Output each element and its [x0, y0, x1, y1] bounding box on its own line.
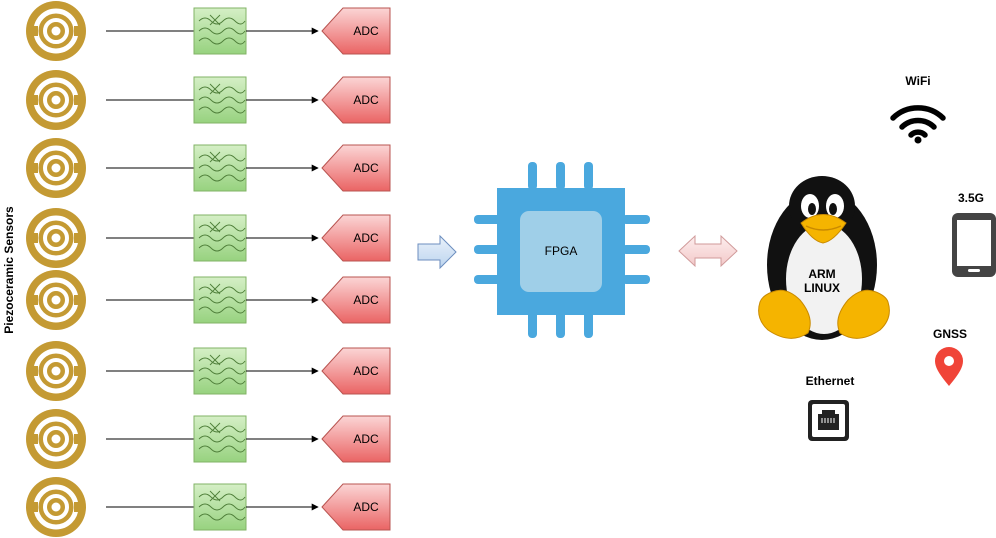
filter-block: [193, 483, 247, 531]
filter-block: [193, 7, 247, 55]
input-arrow: [417, 234, 457, 270]
adc-label: ADC: [353, 432, 379, 446]
smartphone-icon: [952, 213, 996, 277]
adc-block: ADC: [321, 415, 391, 463]
filter-block: [193, 347, 247, 395]
piezo-sensor-icon: [26, 1, 86, 61]
adc-block: ADC: [321, 7, 391, 55]
adc-block: ADC: [321, 483, 391, 531]
cellular-label: 3.5G: [958, 191, 984, 205]
channel-row: ADC: [26, 208, 391, 268]
gnss-label: GNSS: [933, 327, 967, 341]
filter-block: [193, 214, 247, 262]
piezo-sensor-icon: [26, 70, 86, 130]
piezo-sensor-icon: [26, 409, 86, 469]
channel-row: ADC: [26, 477, 391, 537]
map-pin-icon: [935, 347, 963, 386]
sensor-channels: ADC ADC ADC ADC ADC ADC ADC ADC: [26, 1, 391, 537]
channel-row: ADC: [26, 341, 391, 401]
channel-row: ADC: [26, 70, 391, 130]
linux-penguin-icon: ARM LINUX: [758, 176, 890, 340]
ethernet-label: Ethernet: [806, 374, 855, 388]
channel-row: ADC: [26, 138, 391, 198]
piezo-sensor-icon: [26, 341, 86, 401]
piezo-sensor-icon: [26, 138, 86, 198]
wifi-label: WiFi: [905, 74, 930, 88]
channel-row: ADC: [26, 409, 391, 469]
adc-block: ADC: [321, 347, 391, 395]
adc-label: ADC: [353, 161, 379, 175]
processor-label-line1: ARM: [808, 267, 835, 281]
channel-row: ADC: [26, 1, 391, 61]
piezo-sensor-icon: [26, 208, 86, 268]
adc-label: ADC: [353, 500, 379, 514]
ethernet-port-icon: [808, 400, 849, 441]
adc-label: ADC: [353, 231, 379, 245]
adc-block: ADC: [321, 76, 391, 124]
filter-block: [193, 415, 247, 463]
bidirectional-arrow: [678, 234, 738, 268]
filter-block: [193, 76, 247, 124]
filter-block: [193, 276, 247, 324]
processor-label-line2: LINUX: [804, 281, 840, 295]
adc-label: ADC: [353, 24, 379, 38]
wifi-icon: [890, 105, 946, 144]
adc-label: ADC: [353, 93, 379, 107]
fpga-label: FPGA: [545, 244, 578, 258]
piezo-sensor-icon: [26, 477, 86, 537]
adc-block: ADC: [321, 276, 391, 324]
piezo-sensor-icon: [26, 270, 86, 330]
adc-label: ADC: [353, 293, 379, 307]
adc-block: ADC: [321, 214, 391, 262]
adc-label: ADC: [353, 364, 379, 378]
adc-block: ADC: [321, 144, 391, 192]
sensor-group-label: Piezoceramic Sensors: [2, 206, 16, 334]
fpga-chip: FPGA: [474, 162, 650, 338]
channel-row: ADC: [26, 270, 391, 330]
filter-block: [193, 144, 247, 192]
